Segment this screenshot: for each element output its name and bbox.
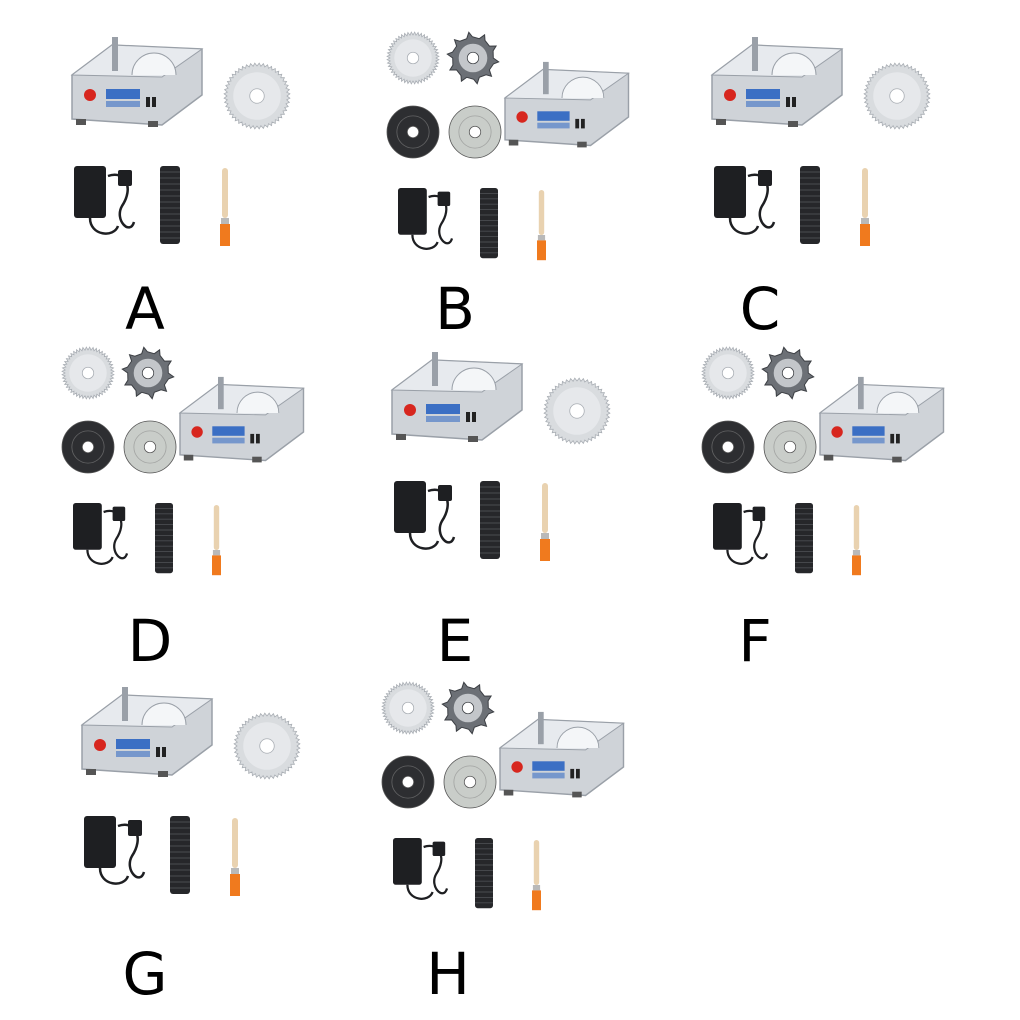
dust-hose-icon — [475, 838, 494, 909]
cleaning-brush-icon — [540, 483, 550, 561]
cleaning-brush-icon — [220, 168, 230, 246]
option-f[interactable] — [695, 345, 995, 675]
abrasive-disc-icon — [386, 105, 440, 159]
saw-blade-icon — [61, 346, 115, 400]
dust-hose-icon — [160, 166, 180, 244]
dust-hose-icon — [800, 166, 820, 244]
option-label-g: G — [122, 940, 168, 1008]
power-adapter-icon — [398, 188, 454, 250]
dust-hose-icon — [480, 188, 499, 259]
cleaning-brush-icon — [532, 840, 541, 911]
cleaning-brush-icon — [860, 168, 870, 246]
option-b[interactable] — [380, 30, 680, 360]
saw-blade-icon — [543, 377, 611, 445]
saw-blade-icon — [223, 62, 291, 130]
table-saw-icon — [390, 352, 524, 442]
power-adapter-icon — [393, 838, 449, 900]
diamond-disc-icon — [123, 420, 177, 474]
table-saw-icon — [80, 687, 214, 777]
option-label-b: B — [435, 275, 475, 343]
kit-illustration — [390, 352, 611, 561]
option-e[interactable] — [380, 345, 680, 675]
kit-illustration — [381, 681, 625, 911]
carbide-blade-icon — [761, 346, 815, 400]
cleaning-brush-icon — [537, 190, 546, 261]
kit-illustration — [710, 37, 931, 246]
option-label-f: F — [738, 607, 772, 675]
kit-illustration — [70, 37, 291, 246]
power-adapter-icon — [394, 481, 456, 550]
option-d[interactable] — [55, 345, 355, 675]
kit-illustration — [701, 346, 945, 576]
diamond-disc-icon — [763, 420, 817, 474]
kit-illustration — [386, 31, 630, 261]
power-adapter-icon — [714, 166, 776, 235]
option-label-e: E — [436, 607, 474, 675]
option-g[interactable] — [70, 680, 370, 1010]
abrasive-disc-icon — [381, 755, 435, 809]
table-saw-icon — [70, 37, 204, 127]
dust-hose-icon — [155, 503, 174, 574]
carbide-blade-icon — [446, 31, 500, 85]
table-saw-icon — [503, 61, 630, 148]
option-label-c: C — [739, 275, 781, 343]
carbide-blade-icon — [441, 681, 495, 735]
dust-hose-icon — [170, 816, 190, 894]
cleaning-brush-icon — [230, 818, 240, 896]
kit-illustration — [61, 346, 305, 576]
option-label-d: D — [127, 607, 173, 675]
kit-illustration — [80, 687, 301, 896]
diamond-disc-icon — [443, 755, 497, 809]
saw-blade-icon — [386, 31, 440, 85]
dust-hose-icon — [480, 481, 500, 559]
dust-hose-icon — [795, 503, 814, 574]
abrasive-disc-icon — [61, 420, 115, 474]
saw-blade-icon — [233, 712, 301, 780]
saw-blade-icon — [381, 681, 435, 735]
power-adapter-icon — [84, 816, 146, 885]
cleaning-brush-icon — [852, 505, 861, 576]
table-saw-icon — [710, 37, 844, 127]
option-h[interactable] — [375, 680, 675, 1010]
saw-blade-icon — [701, 346, 755, 400]
option-label-a: A — [125, 275, 165, 343]
table-saw-icon — [818, 376, 945, 463]
option-label-h: H — [426, 940, 470, 1008]
table-saw-icon — [178, 376, 305, 463]
diamond-disc-icon — [448, 105, 502, 159]
table-saw-icon — [498, 711, 625, 798]
saw-blade-icon — [863, 62, 931, 130]
option-c[interactable] — [700, 30, 1000, 360]
carbide-blade-icon — [121, 346, 175, 400]
cleaning-brush-icon — [212, 505, 221, 576]
option-a[interactable] — [60, 30, 360, 360]
power-adapter-icon — [713, 503, 769, 565]
power-adapter-icon — [73, 503, 129, 565]
abrasive-disc-icon — [701, 420, 755, 474]
power-adapter-icon — [74, 166, 136, 235]
